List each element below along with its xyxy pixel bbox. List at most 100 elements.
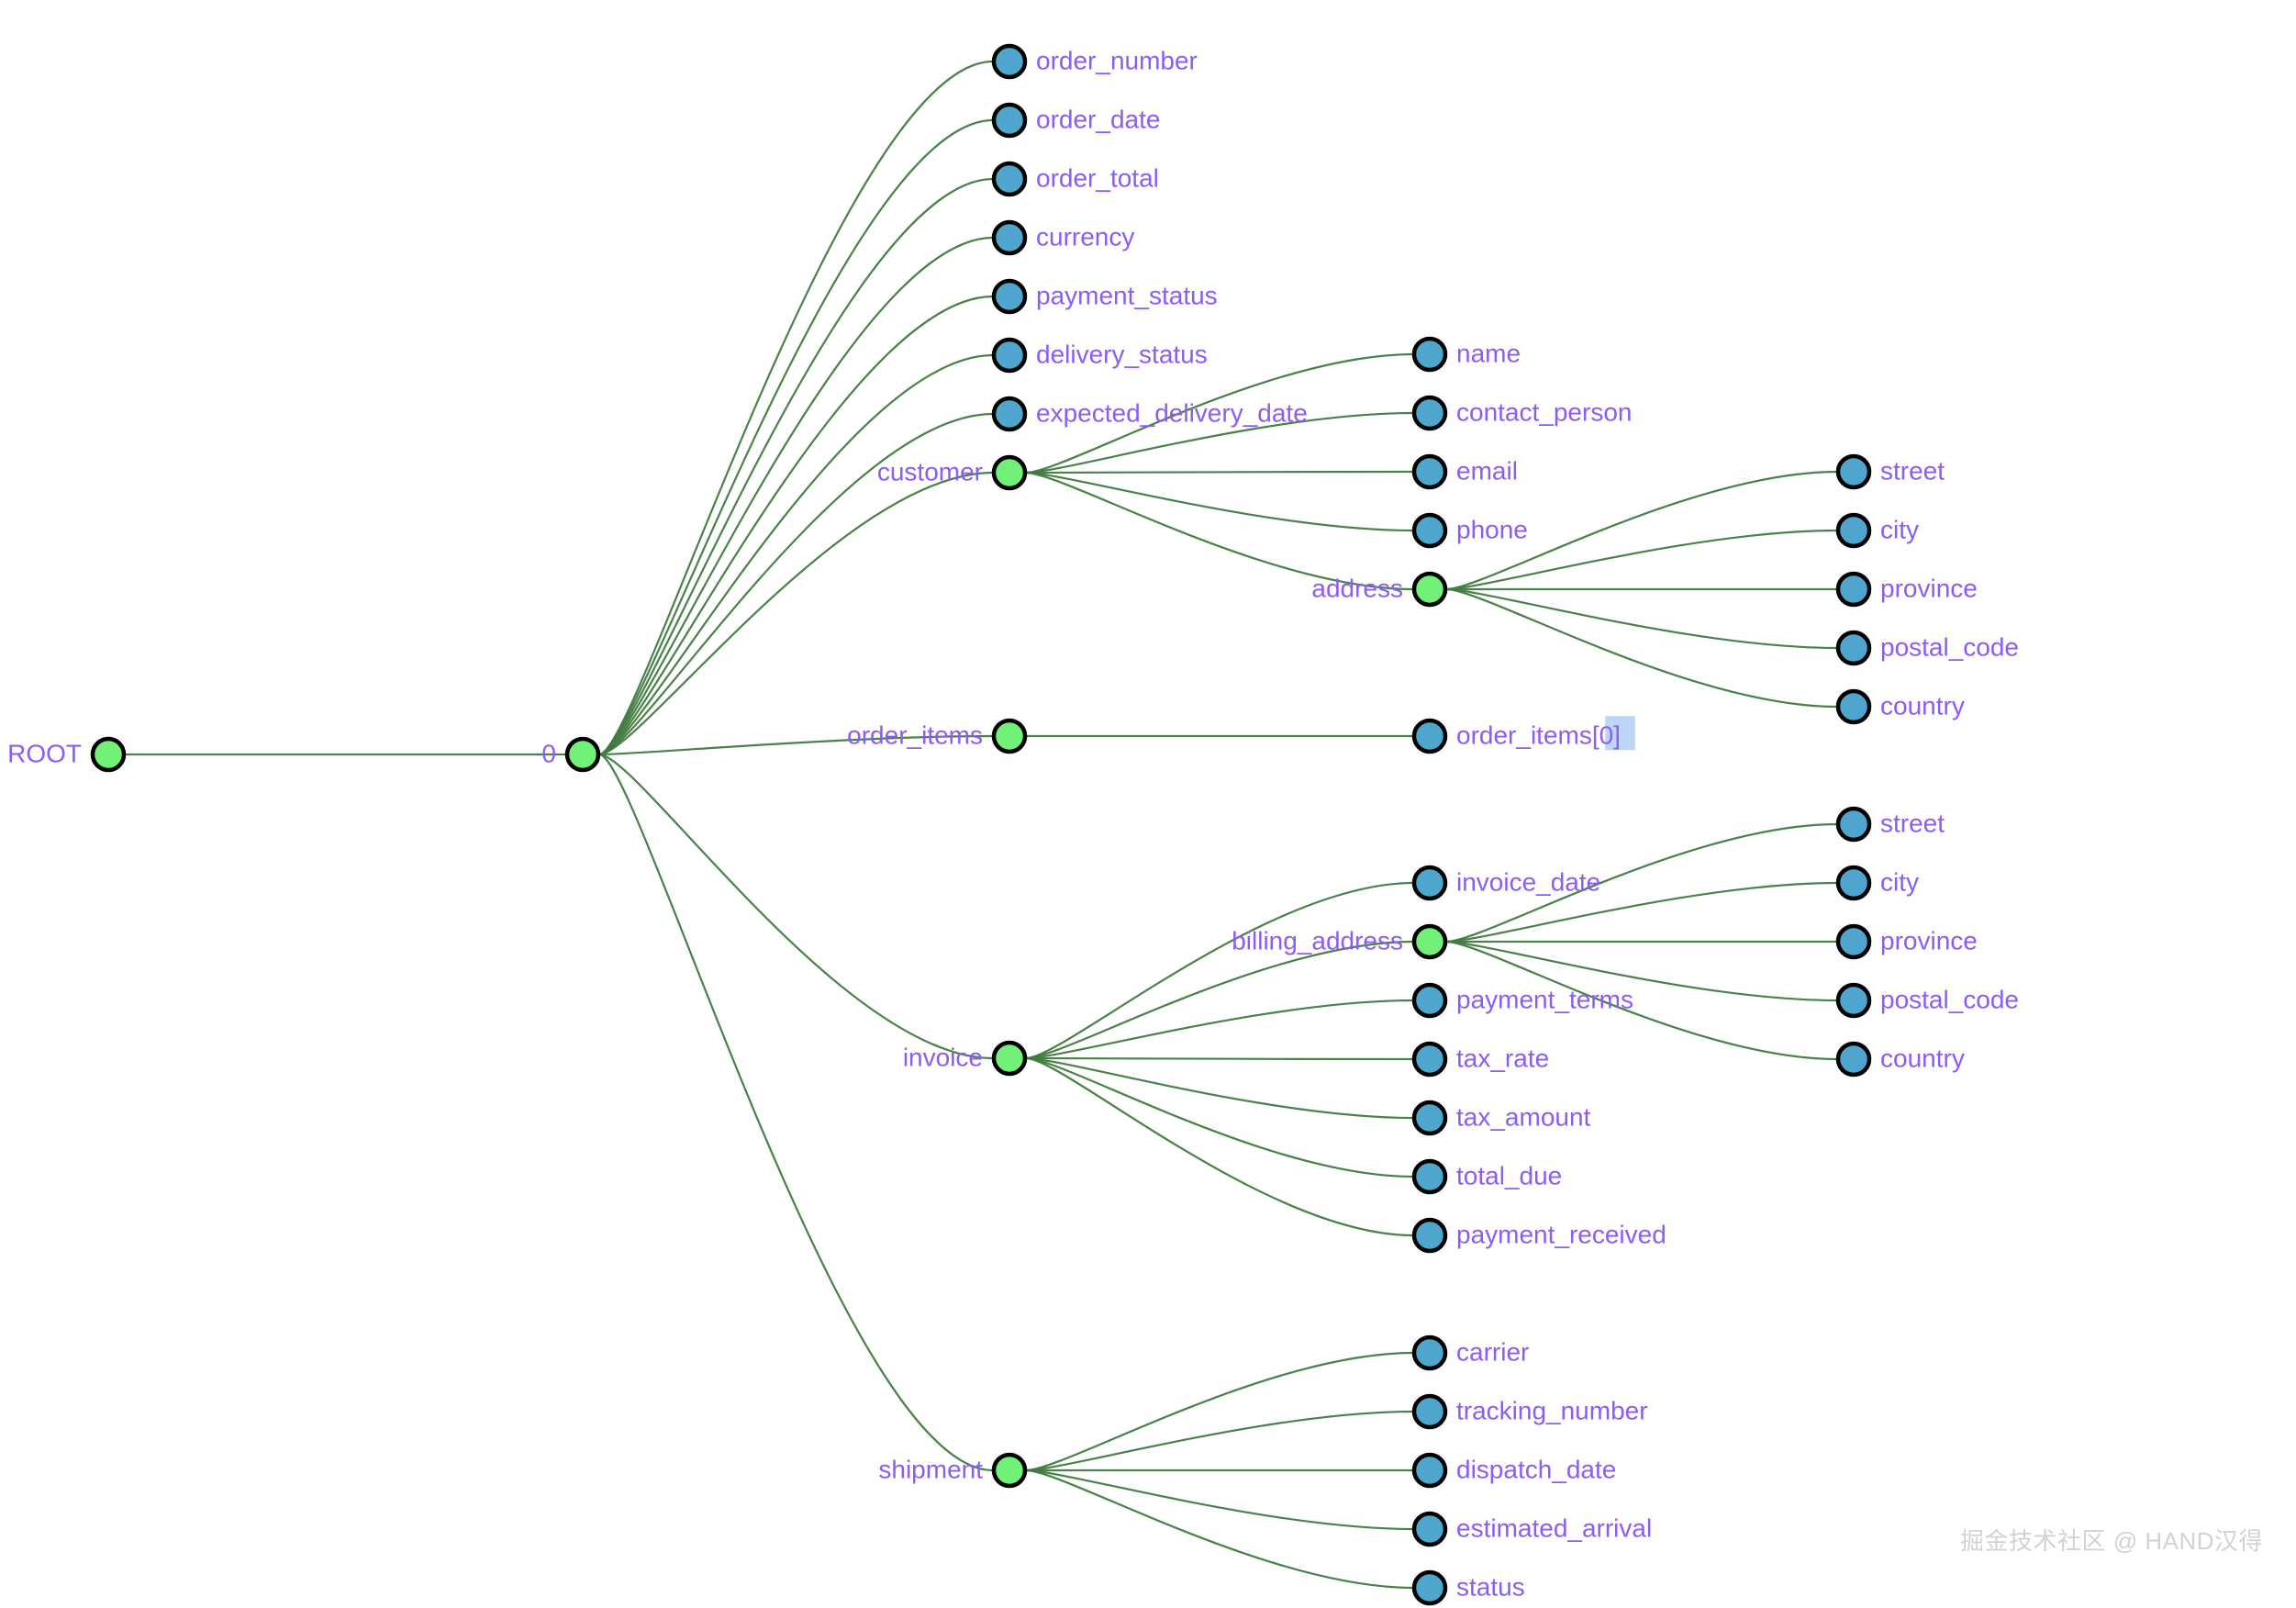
- node-label-cust_email[interactable]: email: [1456, 456, 1518, 485]
- tree-node-tax_rate[interactable]: tax_rate: [1411, 1041, 1549, 1078]
- leaf-node-circle[interactable]: [1411, 1393, 1448, 1430]
- leaf-node-circle[interactable]: [1835, 1041, 1872, 1078]
- node-label-bill_country[interactable]: country: [1880, 1044, 1965, 1072]
- tree-node-bill_country[interactable]: country: [1835, 1041, 1965, 1078]
- leaf-node-circle[interactable]: [1411, 865, 1448, 901]
- tree-node-cust_phone[interactable]: phone: [1411, 512, 1528, 549]
- leaf-node-circle[interactable]: [1411, 1158, 1448, 1195]
- leaf-node-circle[interactable]: [1411, 1569, 1448, 1606]
- node-label-order_items[interactable]: order_items: [847, 720, 983, 749]
- node-label-currency[interactable]: currency: [1036, 222, 1134, 251]
- node-label-cust_phone[interactable]: phone: [1456, 515, 1528, 543]
- tree-node-addr_province[interactable]: province: [1835, 571, 1978, 608]
- tree-node-bill_postal_code[interactable]: postal_code: [1835, 982, 2019, 1019]
- leaf-node-circle[interactable]: [1835, 571, 1872, 608]
- leaf-node-circle[interactable]: [1411, 982, 1448, 1019]
- node-label-addr_province[interactable]: province: [1880, 574, 1978, 602]
- leaf-node-circle[interactable]: [1411, 512, 1448, 549]
- node-label-bill_postal_code[interactable]: postal_code: [1880, 985, 2019, 1013]
- node-label-bill_street[interactable]: street: [1880, 809, 1945, 837]
- leaf-node-circle[interactable]: [991, 102, 1028, 139]
- leaf-node-circle[interactable]: [1835, 512, 1872, 549]
- node-label-ship_status[interactable]: status: [1456, 1572, 1525, 1601]
- tree-node-invoice_date[interactable]: invoice_date: [1411, 865, 1600, 901]
- branch-node-circle[interactable]: [564, 736, 601, 773]
- tree-node-total_due[interactable]: total_due: [1411, 1158, 1562, 1195]
- tree-node-ship_estimated_arrival[interactable]: estimated_arrival: [1411, 1511, 1652, 1547]
- leaf-node-circle[interactable]: [1835, 688, 1872, 725]
- tree-node-invoice[interactable]: invoice: [903, 1040, 1028, 1077]
- tree-node-billing_address[interactable]: billing_address: [1232, 923, 1448, 960]
- node-label-addr_city[interactable]: city: [1880, 515, 1919, 543]
- tree-node-currency[interactable]: currency: [991, 219, 1134, 256]
- node-label-addr_postal_code[interactable]: postal_code: [1880, 632, 2019, 661]
- leaf-node-circle[interactable]: [1411, 1217, 1448, 1254]
- leaf-node-circle[interactable]: [1835, 630, 1872, 666]
- node-label-cust_address[interactable]: address: [1311, 574, 1403, 602]
- node-label-ship_dispatch_date[interactable]: dispatch_date: [1456, 1455, 1616, 1483]
- tree-node-payment_status[interactable]: payment_status: [991, 278, 1218, 315]
- tree-node-order_items[interactable]: order_items: [847, 718, 1028, 754]
- leaf-node-circle[interactable]: [1411, 1511, 1448, 1547]
- tree-node-bill_street[interactable]: street: [1835, 806, 1945, 843]
- node-label-cust_name[interactable]: name: [1456, 339, 1521, 367]
- tree-node-idx0[interactable]: 0: [541, 736, 601, 773]
- tree-node-cust_email[interactable]: email: [1411, 453, 1518, 490]
- leaf-node-circle[interactable]: [991, 161, 1028, 197]
- node-label-invoice[interactable]: invoice: [903, 1043, 983, 1071]
- leaf-node-circle[interactable]: [1411, 718, 1448, 754]
- branch-node-circle[interactable]: [1411, 923, 1448, 960]
- tree-node-bill_province[interactable]: province: [1835, 923, 1978, 960]
- leaf-node-circle[interactable]: [991, 43, 1028, 80]
- node-label-billing_address[interactable]: billing_address: [1232, 926, 1403, 955]
- leaf-node-circle[interactable]: [1411, 1334, 1448, 1371]
- tree-node-addr_street[interactable]: street: [1835, 453, 1945, 490]
- branch-node-circle[interactable]: [1411, 571, 1448, 608]
- node-label-idx0[interactable]: 0: [541, 739, 556, 767]
- node-label-bill_province[interactable]: province: [1880, 926, 1978, 955]
- node-label-order_date[interactable]: order_date: [1036, 105, 1160, 133]
- node-label-payment_status[interactable]: payment_status: [1036, 281, 1218, 309]
- node-label-tax_rate[interactable]: tax_rate: [1456, 1044, 1549, 1072]
- leaf-node-circle[interactable]: [1835, 982, 1872, 1019]
- branch-node-circle[interactable]: [991, 1452, 1028, 1489]
- leaf-node-circle[interactable]: [1411, 453, 1448, 490]
- leaf-node-circle[interactable]: [1411, 336, 1448, 373]
- tree-node-addr_country[interactable]: country: [1835, 688, 1965, 725]
- node-label-addr_country[interactable]: country: [1880, 691, 1965, 720]
- tree-node-bill_city[interactable]: city: [1835, 865, 1919, 901]
- tree-node-delivery_status[interactable]: delivery_status: [991, 337, 1208, 374]
- tree-node-payment_terms[interactable]: payment_terms: [1411, 982, 1633, 1019]
- node-label-ship_carrier[interactable]: carrier: [1456, 1337, 1529, 1366]
- tree-node-addr_postal_code[interactable]: postal_code: [1835, 630, 2019, 666]
- node-label-order_items_0[interactable]: order_items[0]: [1456, 720, 1621, 749]
- node-label-addr_street[interactable]: street: [1880, 456, 1945, 485]
- leaf-node-circle[interactable]: [1411, 1041, 1448, 1078]
- tree-node-shipment[interactable]: shipment: [878, 1452, 1028, 1489]
- tree-node-ship_status[interactable]: status: [1411, 1569, 1525, 1606]
- tree-node-ship_dispatch_date[interactable]: dispatch_date: [1411, 1452, 1616, 1489]
- node-label-root[interactable]: ROOT: [7, 739, 82, 767]
- tree-node-ship_carrier[interactable]: carrier: [1411, 1334, 1529, 1371]
- node-label-payment_terms[interactable]: payment_terms: [1456, 985, 1633, 1013]
- tree-node-cust_contact_person[interactable]: contact_person: [1411, 395, 1632, 431]
- tree-node-order_number[interactable]: order_number: [991, 43, 1198, 80]
- branch-node-circle[interactable]: [991, 718, 1028, 754]
- leaf-node-circle[interactable]: [991, 337, 1028, 374]
- tree-node-order_total[interactable]: order_total: [991, 161, 1159, 197]
- leaf-node-circle[interactable]: [1411, 1100, 1448, 1136]
- branch-node-circle[interactable]: [991, 1040, 1028, 1077]
- leaf-node-circle[interactable]: [1411, 1452, 1448, 1489]
- node-label-customer[interactable]: customer: [877, 457, 983, 486]
- node-label-expected_delivery[interactable]: expected_delivery_date: [1036, 398, 1308, 427]
- node-label-delivery_status[interactable]: delivery_status: [1036, 340, 1208, 368]
- tree-node-payment_received[interactable]: payment_received: [1411, 1217, 1666, 1254]
- node-label-shipment[interactable]: shipment: [878, 1455, 983, 1483]
- leaf-node-circle[interactable]: [991, 396, 1028, 432]
- tree-node-cust_address[interactable]: address: [1311, 571, 1448, 608]
- node-label-order_number[interactable]: order_number: [1036, 46, 1198, 74]
- leaf-node-circle[interactable]: [991, 219, 1028, 256]
- node-label-payment_received[interactable]: payment_received: [1456, 1220, 1666, 1248]
